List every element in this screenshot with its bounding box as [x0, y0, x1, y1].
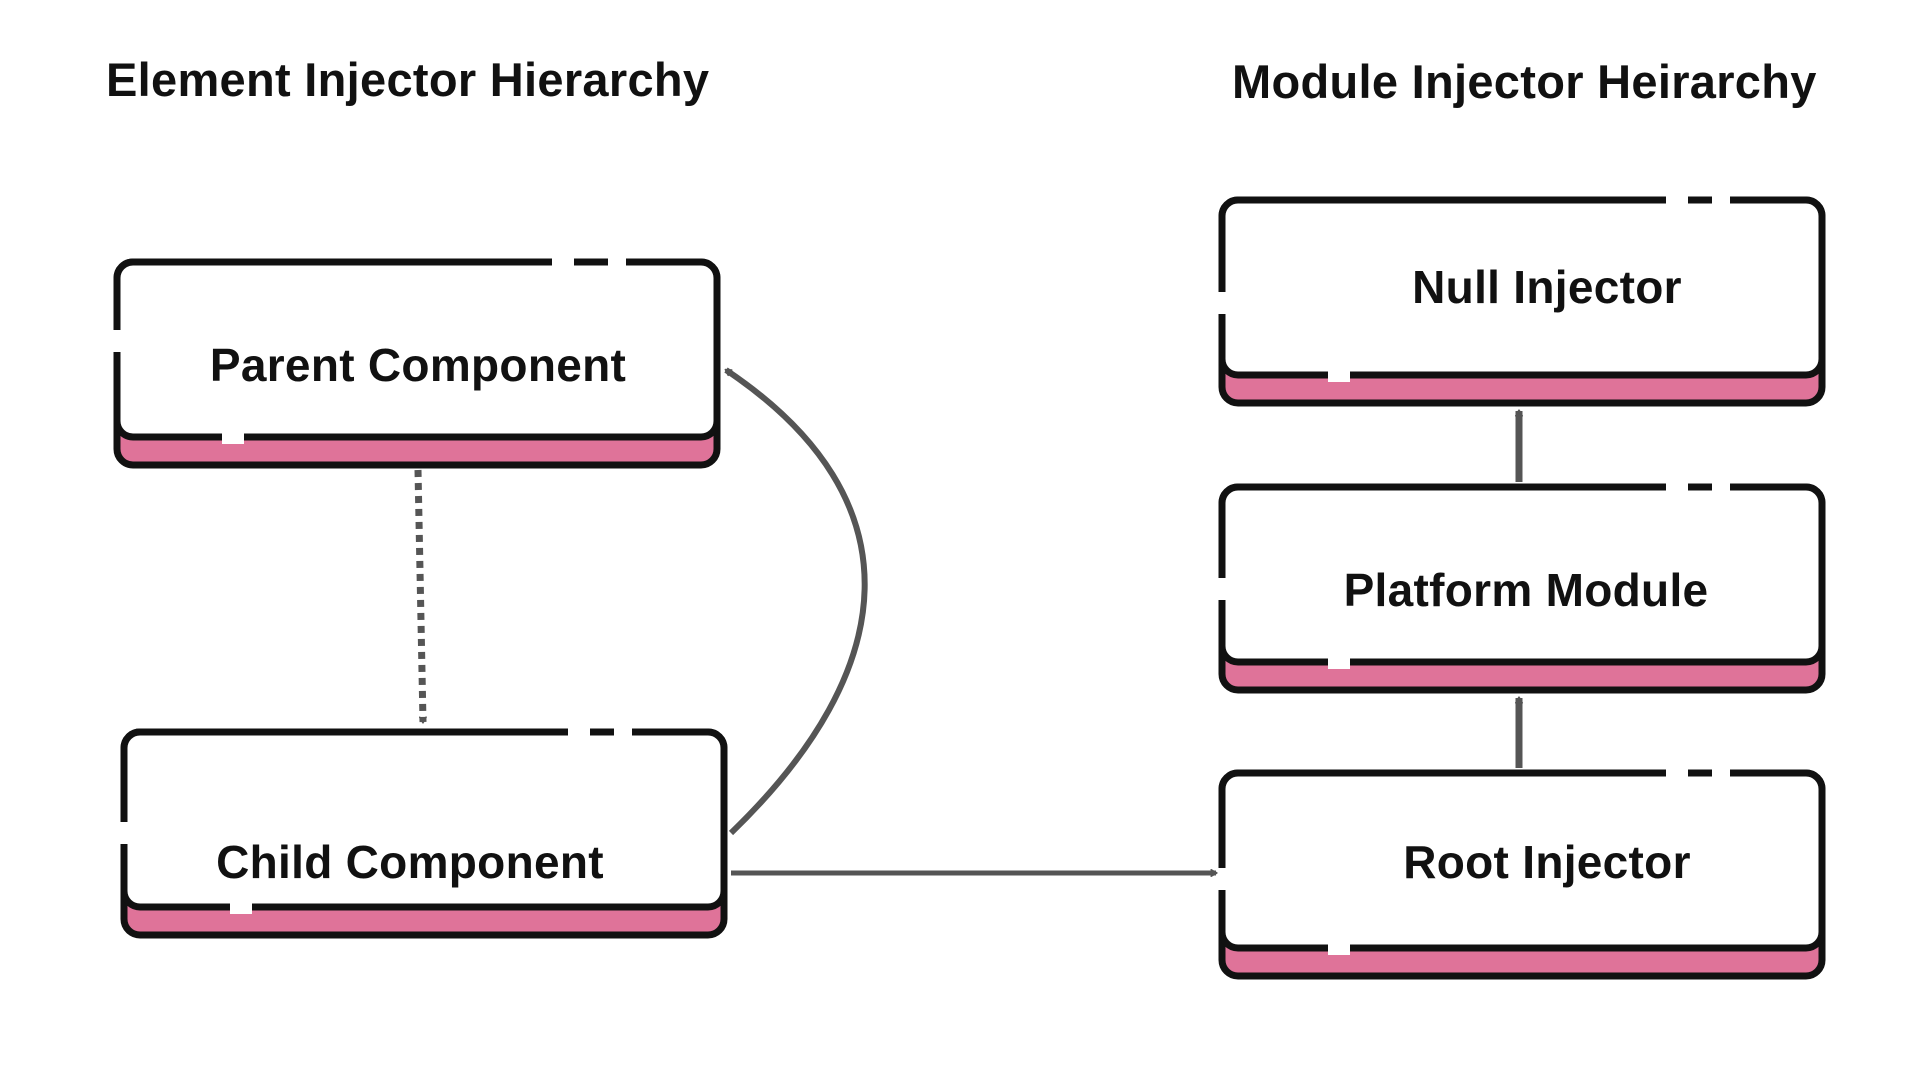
child-component-node [117, 725, 728, 939]
null-injector-node [1215, 193, 1826, 407]
module-injector-hierarchy-title: Module Injector Heirarchy [1232, 55, 1817, 108]
element-injector-hierarchy-title: Element Injector Hierarchy [106, 53, 710, 106]
null-injector-label: Null Injector [1412, 261, 1682, 313]
platform-module-label: Platform Module [1343, 564, 1709, 616]
parent-component-label: Parent Component [209, 339, 627, 391]
root-injector-label: Root Injector [1403, 836, 1691, 888]
parent-component-node [110, 255, 721, 469]
platform-module-node [1215, 480, 1826, 694]
child-component-label: Child Component [216, 836, 604, 888]
child-to-parent-curved-arrow [724, 367, 868, 836]
root-injector-node [1215, 766, 1826, 980]
parent-to-child-dotted-arrow [414, 469, 427, 724]
